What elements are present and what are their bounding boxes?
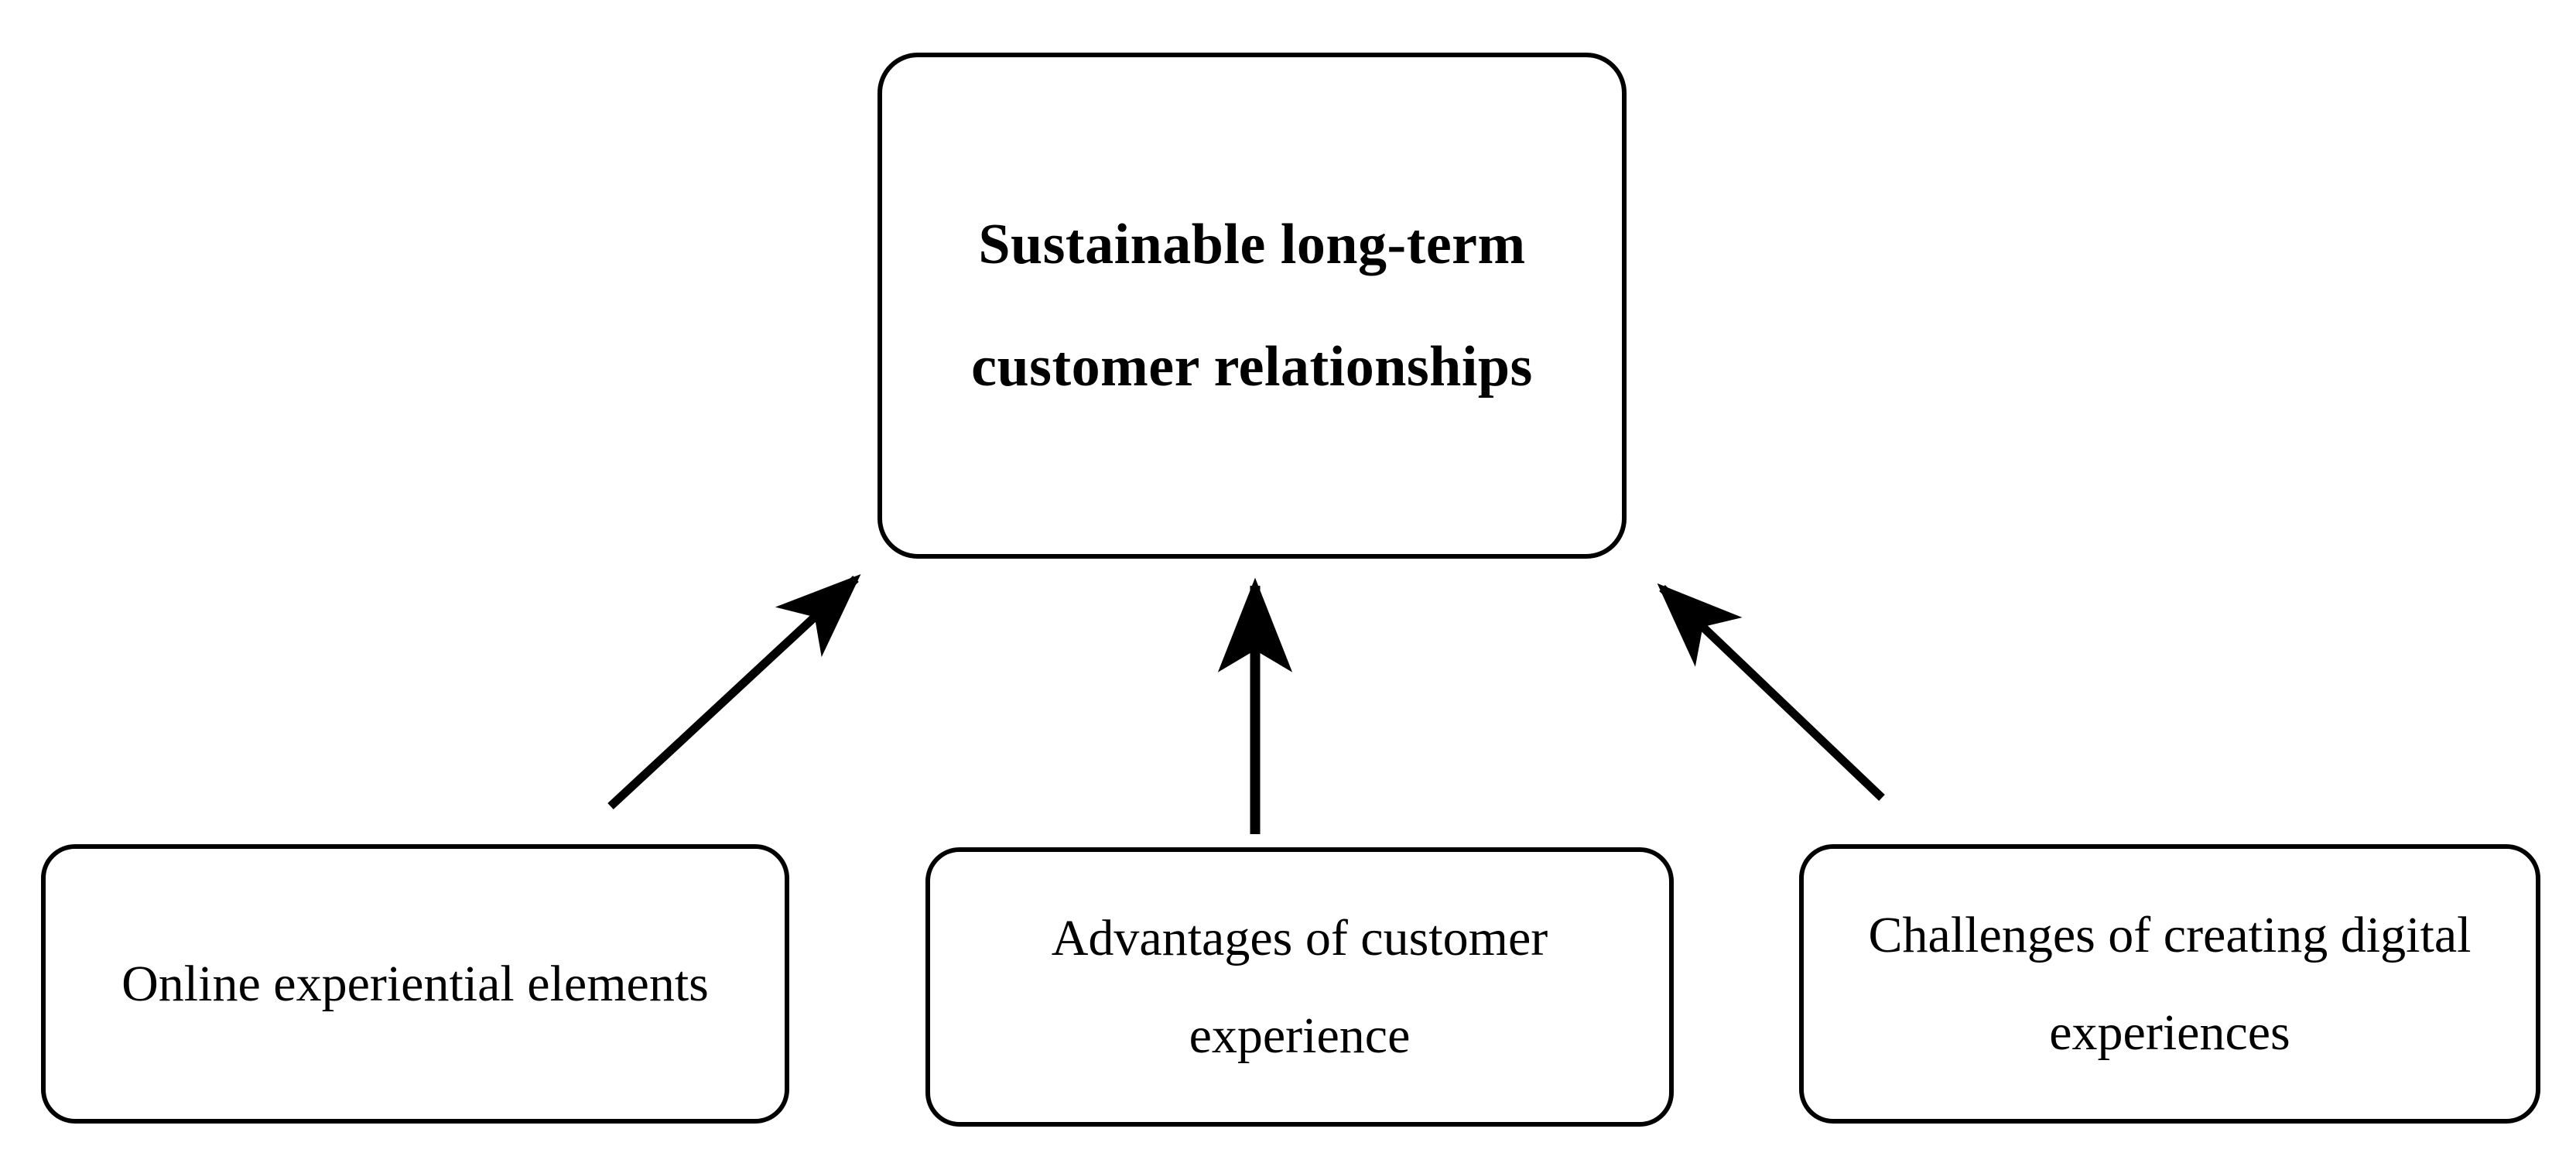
node-challenges-of-creating-digital-experiences[interactable]: Challenges of creating digital experienc…	[1799, 844, 2540, 1124]
node-sustainable-relationships[interactable]: Sustainable long-term customer relations…	[877, 53, 1627, 559]
node-challenges-of-creating-digital-experiences-label: Challenges of creating digital experienc…	[1868, 906, 2472, 1061]
arrow-online-to-goal	[607, 574, 861, 810]
node-advantages-of-customer-experience[interactable]: Advantages of customer experience	[925, 847, 1674, 1127]
node-online-experiential-elements-label: Online experiential elements	[121, 955, 709, 1012]
node-goal-label: Sustainable long-term customer relations…	[971, 213, 1533, 398]
arrow-challenges-to-goal	[1657, 583, 1885, 801]
node-online-experiential-elements[interactable]: Online experiential elements	[41, 844, 789, 1124]
node-advantages-of-customer-experience-label: Advantages of customer experience	[1051, 909, 1548, 1064]
